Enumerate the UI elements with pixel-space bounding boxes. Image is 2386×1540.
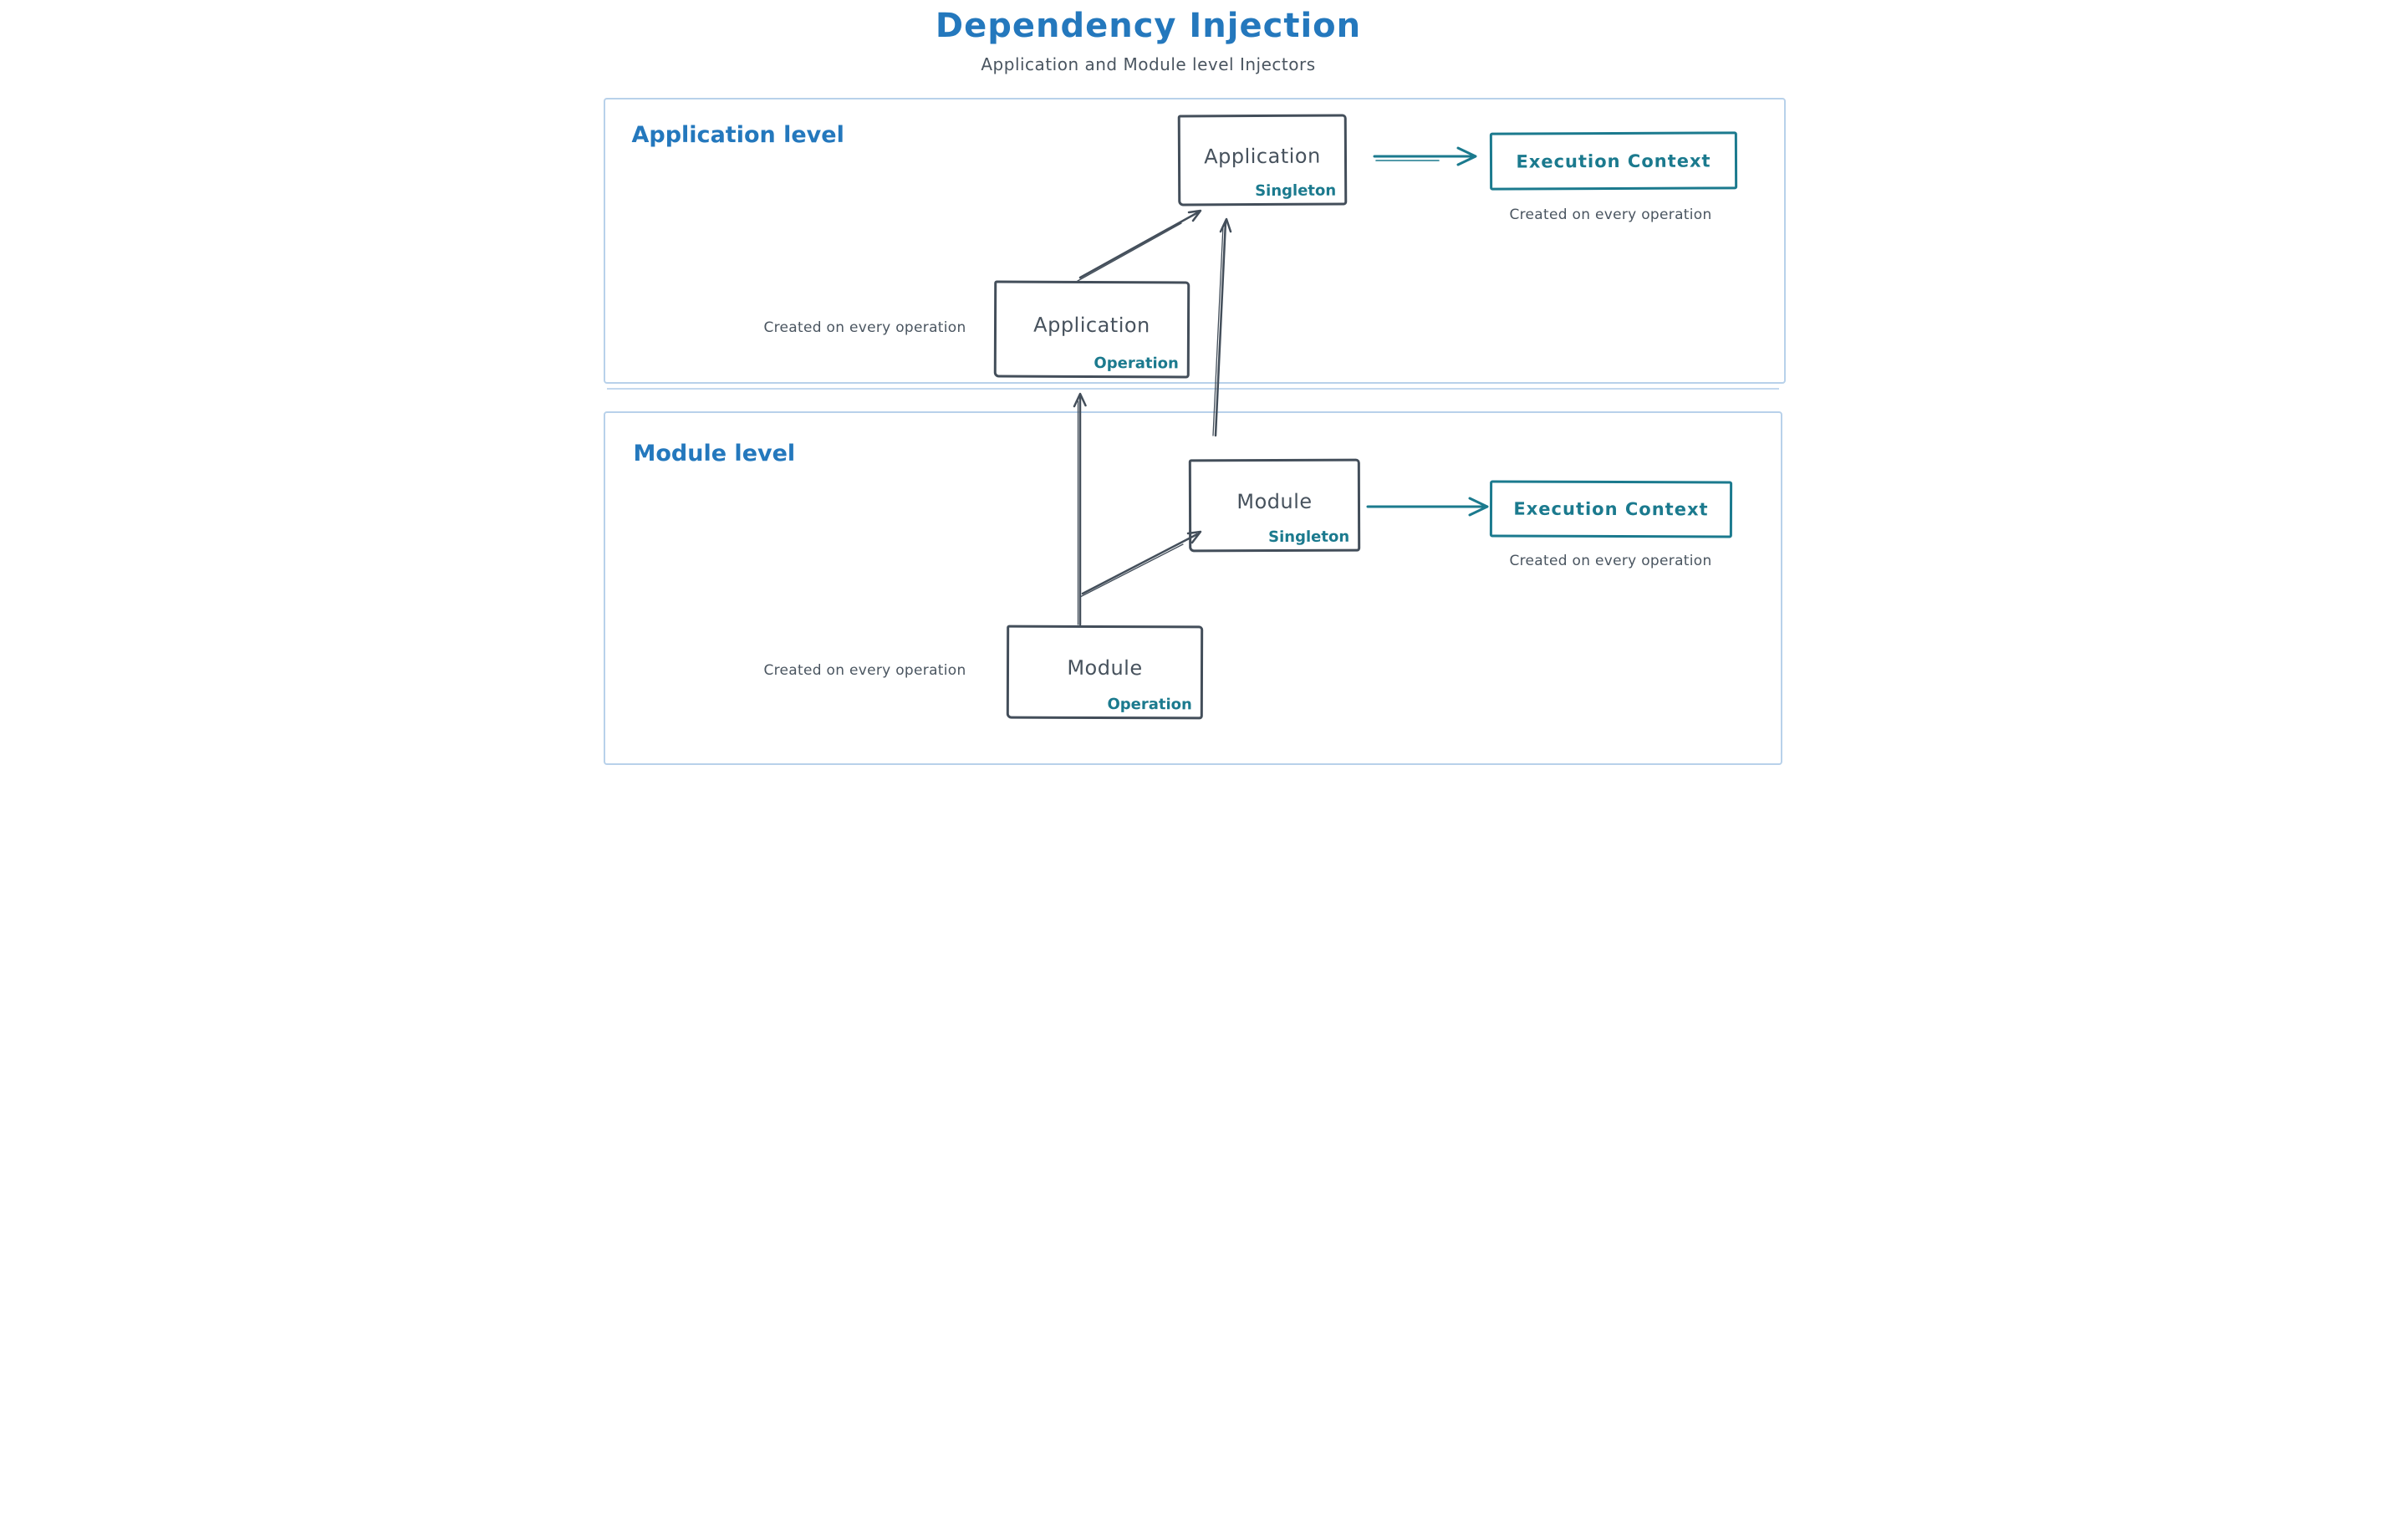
- application-section-bottom-sketch-line: [606, 388, 1779, 390]
- application-operation-box: Application Operation: [993, 280, 1190, 379]
- application-operation-note: Created on every operation: [763, 319, 966, 336]
- module-execution-context-box: Execution Context: [1489, 480, 1732, 538]
- module-operation-scope: Operation: [1106, 696, 1192, 714]
- application-operation-scope: Operation: [1093, 354, 1179, 373]
- application-level-label: Application level: [631, 122, 844, 148]
- diagram-title: Dependency Injection: [935, 7, 1362, 45]
- module-operation-note: Created on every operation: [763, 662, 966, 679]
- module-operation-title: Module: [1066, 655, 1143, 681]
- module-level-label: Module level: [633, 441, 796, 467]
- application-level-section: [603, 98, 1786, 384]
- application-singleton-title: Application: [1203, 144, 1321, 168]
- application-execution-context-box: Execution Context: [1489, 131, 1737, 191]
- module-singleton-box: Module Singleton: [1188, 458, 1360, 553]
- module-operation-box: Module Operation: [1006, 625, 1203, 720]
- application-operation-title: Application: [1032, 313, 1150, 338]
- module-singleton-scope: Singleton: [1267, 528, 1349, 547]
- application-singleton-box: Application Singleton: [1177, 114, 1347, 207]
- diagram-header: Dependency Injection Application and Mod…: [597, 7, 1700, 74]
- module-singleton-title: Module: [1236, 489, 1313, 513]
- diagram-canvas: Dependency Injection Application and Mod…: [596, 0, 1790, 770]
- module-context-note: Created on every operation: [1509, 553, 1712, 569]
- application-singleton-scope: Singleton: [1254, 181, 1336, 201]
- module-execution-context-label: Execution Context: [1512, 498, 1709, 520]
- diagram-subtitle: Application and Module level Injectors: [981, 54, 1316, 74]
- application-context-note: Created on every operation: [1509, 207, 1712, 223]
- module-level-section: [603, 411, 1782, 765]
- application-execution-context-label: Execution Context: [1515, 150, 1711, 172]
